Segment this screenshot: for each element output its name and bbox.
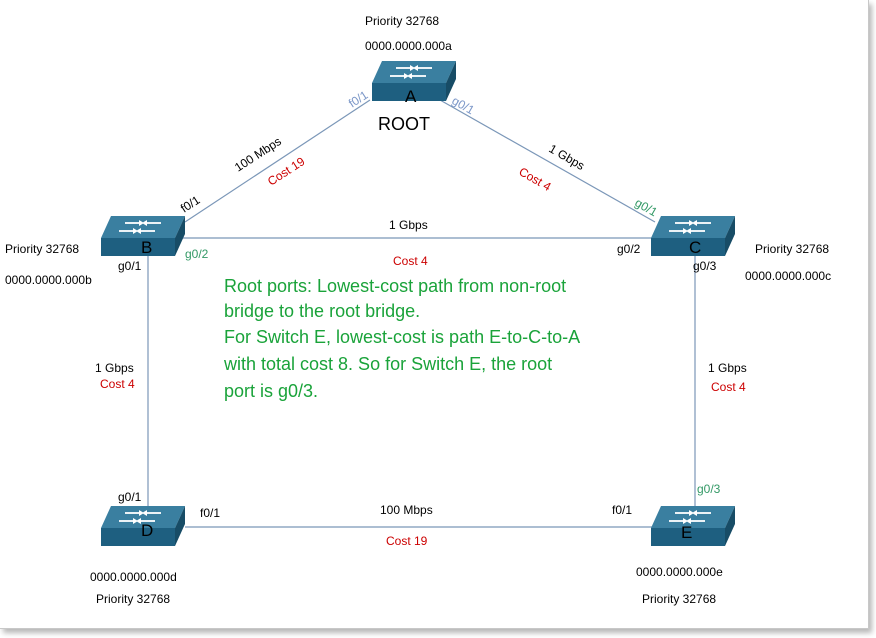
- switch-e-letter: E: [681, 523, 692, 542]
- switch-c-side: [725, 216, 735, 256]
- switch-d-top: [101, 506, 185, 528]
- link-d-e-port-d: f0/1: [200, 506, 220, 520]
- link-d-e-cost: Cost 19: [386, 534, 428, 548]
- link-a-c: [439, 99, 656, 223]
- switch-b-mac: 0000.0000.000b: [5, 273, 92, 287]
- switch-d-letter: D: [141, 521, 153, 540]
- switch-b-front: [101, 238, 175, 256]
- switch-d-priority: Priority 32768: [96, 592, 170, 606]
- switch-d[interactable]: D: [101, 506, 185, 546]
- link-b-c-port-c: g0/2: [617, 242, 641, 256]
- switch-a-role: ROOT: [378, 114, 430, 134]
- switch-d-front: [101, 528, 175, 546]
- switch-a[interactable]: A: [372, 61, 456, 106]
- switch-c[interactable]: C: [651, 216, 735, 257]
- link-b-d-cost: Cost 4: [100, 377, 135, 391]
- switch-c-front: [651, 238, 725, 256]
- switch-b-top: [101, 216, 185, 238]
- link-c-e-speed: 1 Gbps: [708, 361, 747, 375]
- switch-c-mac: 0000.0000.000c: [745, 269, 831, 283]
- link-d-e-port-e: f0/1: [612, 503, 632, 517]
- link-c-e-port-c: g0/3: [693, 259, 717, 273]
- link-d-e-speed: 100 Mbps: [380, 503, 433, 517]
- diagram-canvas: A B C D: [0, 0, 869, 629]
- switch-e-mac: 0000.0000.000e: [636, 565, 723, 579]
- switch-a-side: [446, 61, 456, 101]
- link-a-b-port-a: f0/1: [346, 88, 371, 111]
- link-b-d-port-d: g0/1: [118, 490, 142, 504]
- link-b-d-speed: 1 Gbps: [95, 361, 134, 375]
- note-line-3: For Switch E, lowest-cost is path E-to-C…: [224, 327, 580, 347]
- link-b-c-speed: 1 Gbps: [389, 218, 428, 232]
- switch-e-side: [725, 506, 735, 546]
- switch-e[interactable]: E: [651, 506, 735, 546]
- switch-b-priority: Priority 32768: [5, 242, 79, 256]
- link-b-c-port-b: g0/2: [185, 247, 209, 261]
- link-b-d-port-b: g0/1: [118, 259, 142, 273]
- note-line-5: port is g0/3.: [224, 381, 318, 401]
- link-a-c-port-c: g0/1: [633, 195, 661, 219]
- link-a-c-speed: 1 Gbps: [547, 141, 588, 172]
- switch-a-front: [372, 83, 446, 101]
- link-a-b: [184, 99, 371, 223]
- switch-c-top: [651, 216, 735, 238]
- switch-e-top: [651, 506, 735, 528]
- switch-a-top: [372, 61, 456, 83]
- switch-e-priority: Priority 32768: [642, 592, 716, 606]
- switch-c-priority: Priority 32768: [755, 242, 829, 256]
- switch-a-priority: Priority 32768: [365, 14, 439, 28]
- note-line-4: with total cost 8. So for Switch E, the …: [223, 354, 552, 374]
- switch-b-side: [175, 216, 185, 256]
- switch-a-mac: 0000.0000.000a: [365, 39, 452, 53]
- switch-a-letter: A: [405, 87, 417, 106]
- link-a-b-cost: Cost 19: [265, 154, 308, 188]
- switch-e-front: [651, 528, 725, 546]
- switch-b-letter: B: [141, 238, 152, 257]
- link-c-e-port-e: g0/3: [697, 482, 721, 496]
- switch-b[interactable]: B: [101, 216, 185, 257]
- stp-topology-diagram: A B C D: [5, 14, 831, 606]
- switch-d-side: [175, 506, 185, 546]
- switch-c-letter: C: [689, 238, 701, 257]
- link-c-e-cost: Cost 4: [711, 380, 746, 394]
- note-line-2: bridge to the root bridge.: [224, 301, 420, 321]
- note-line-1: Root ports: Lowest-cost path from non-ro…: [224, 276, 566, 296]
- link-a-c-cost: Cost 4: [517, 164, 554, 194]
- switch-d-mac: 0000.0000.000d: [90, 570, 177, 584]
- links: [147, 99, 696, 528]
- link-b-c-cost: Cost 4: [393, 254, 428, 268]
- root-port-note: Root ports: Lowest-cost path from non-ro…: [223, 276, 580, 401]
